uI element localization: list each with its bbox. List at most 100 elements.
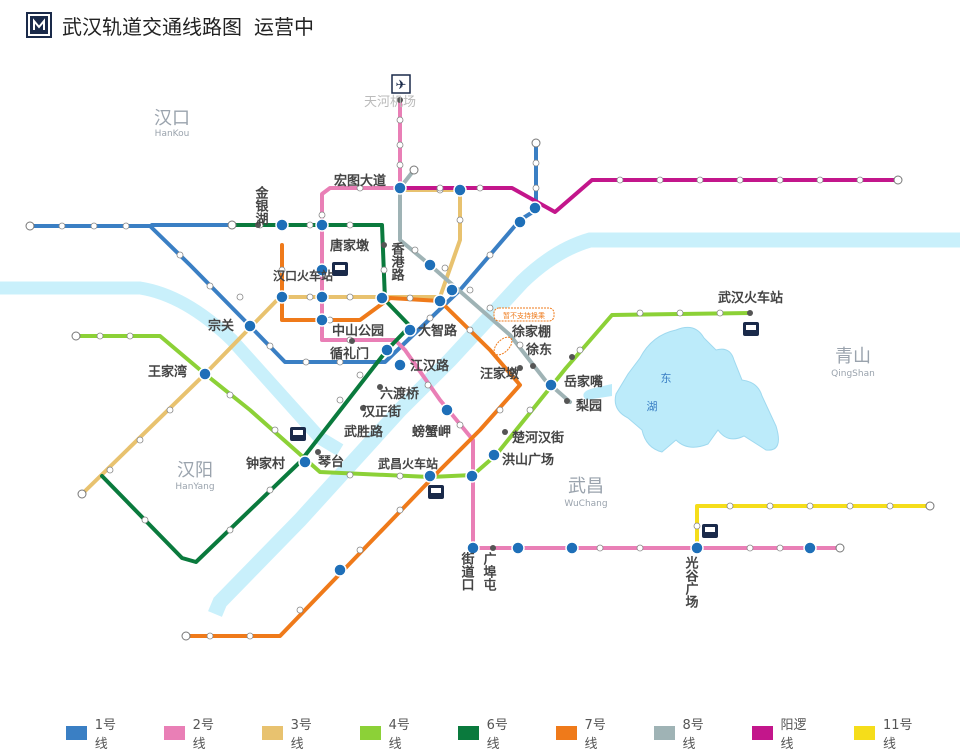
legend-item-line6: 6号线 — [457, 714, 519, 752]
station-label: 王家湾 — [148, 364, 187, 380]
station-dot — [716, 309, 724, 317]
transfer-station — [487, 448, 501, 462]
station-dot — [693, 522, 701, 530]
legend-label: 3号线 — [290, 718, 312, 752]
station-label: 江汉路 — [410, 358, 450, 374]
station-dot — [336, 396, 344, 404]
han-river — [0, 281, 344, 456]
legend-label: 7号线 — [584, 718, 606, 752]
operation-status: 运营中 — [254, 14, 314, 39]
railway-station-icon — [702, 524, 718, 538]
station-label: 广埠屯 — [481, 551, 497, 592]
transfer-notice: 暂不支持换乘 — [493, 307, 555, 356]
station-dot — [381, 242, 387, 248]
legend-swatch — [66, 726, 87, 740]
station-label: 梨园 — [575, 398, 602, 414]
east-lake — [614, 326, 779, 453]
station-dot — [271, 426, 279, 434]
station-label: 徐东 — [525, 342, 552, 358]
legend-item-line8: 8号线 — [653, 714, 715, 752]
station-dot — [206, 632, 214, 640]
station-dot — [426, 314, 434, 322]
station-dot — [636, 544, 644, 552]
legend-item-line7: 7号线 — [555, 714, 617, 752]
legend-swatch — [653, 726, 675, 740]
station-dot — [206, 282, 214, 290]
station-dot — [377, 384, 383, 390]
station-dot — [346, 293, 354, 301]
station-dot — [396, 161, 404, 169]
station-label: 金银湖 — [253, 185, 270, 226]
legend-swatch — [555, 726, 577, 740]
transfer-station — [198, 367, 212, 381]
station-dot — [486, 304, 494, 312]
station-dot — [656, 176, 664, 184]
station-label: 天河机场 — [364, 95, 416, 110]
airport-icon: ✈ — [391, 74, 411, 94]
station-dot — [306, 293, 314, 301]
transfer-station — [380, 343, 394, 357]
station-dot — [336, 358, 344, 366]
station-dot — [122, 222, 130, 230]
station-label: 钟家村 — [246, 456, 285, 472]
district-hanyang: 汉阳 — [177, 460, 213, 481]
station-dot — [456, 421, 464, 429]
metro-logo — [26, 12, 52, 38]
transfer-station — [315, 218, 329, 232]
station-label: 中山公园 — [332, 323, 384, 339]
line-1-route — [28, 141, 538, 364]
station-dot — [564, 398, 570, 404]
station-dot — [576, 346, 584, 354]
station-dot — [396, 506, 404, 514]
station-dot — [466, 326, 474, 334]
station-dot — [349, 338, 355, 344]
station-dot — [176, 251, 184, 259]
station-dot — [490, 545, 496, 551]
station-label: 大智路 — [418, 323, 458, 339]
station-dot — [266, 486, 274, 494]
legend-swatch — [163, 726, 185, 740]
station-dot — [96, 332, 104, 340]
station-dot — [517, 365, 523, 371]
station-dot — [496, 406, 504, 414]
station-dot — [141, 516, 149, 524]
station-label: 岳家嘴 — [564, 374, 603, 390]
station-dot — [596, 544, 604, 552]
district-qingshan: 青山 — [835, 346, 871, 367]
district-hankou-pinyin: HanKou — [155, 129, 190, 139]
station-dot — [226, 391, 234, 399]
station-label: 螃蟹岬 — [412, 424, 451, 440]
transfer-station — [275, 218, 289, 232]
transfer-station — [465, 469, 479, 483]
district-hankou: 汉口 — [154, 108, 190, 129]
station-dot — [396, 472, 404, 480]
transfer-station — [528, 201, 542, 215]
line-7-route — [184, 243, 522, 638]
station-dot — [406, 294, 414, 302]
station-label: 汉正街 — [362, 404, 401, 420]
legend-label: 8号线 — [682, 718, 704, 752]
terminal-station — [531, 138, 541, 148]
station-dot — [516, 341, 524, 349]
terminal-station — [181, 631, 191, 641]
transfer-station — [433, 294, 447, 308]
transfer-station — [393, 181, 407, 195]
station-dot — [397, 97, 403, 103]
legend-label: 1号线 — [94, 718, 116, 752]
station-dot — [806, 502, 814, 510]
station-label: 武胜路 — [344, 424, 384, 440]
transfer-station — [315, 313, 329, 327]
railway-station-icon — [332, 262, 348, 276]
station-dot — [466, 286, 474, 294]
station-dot — [886, 502, 894, 510]
transfer-station — [453, 183, 467, 197]
legend-item-line3: 3号线 — [261, 714, 323, 752]
station-dot — [306, 221, 314, 229]
legend-item-line2: 2号线 — [163, 714, 225, 752]
terminal-station — [925, 501, 935, 511]
station-dot — [266, 342, 274, 350]
station-dot — [424, 381, 432, 389]
transfer-station — [445, 283, 459, 297]
station-dot — [166, 406, 174, 414]
transfer-station — [393, 358, 407, 372]
